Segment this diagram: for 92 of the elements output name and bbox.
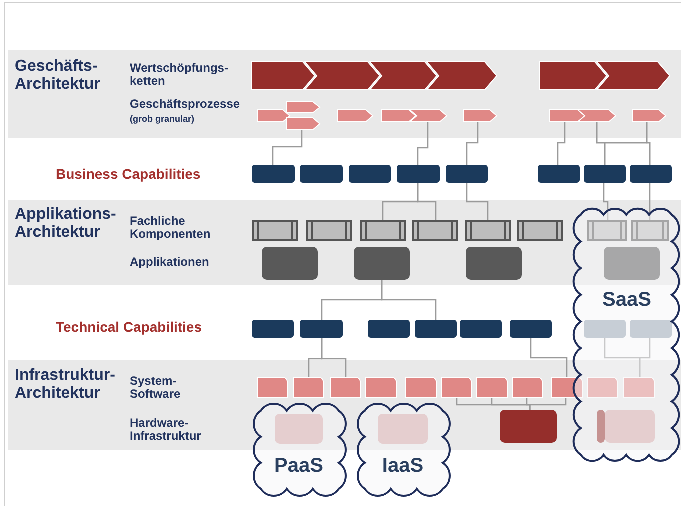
process-step: [578, 110, 616, 122]
process-step: [287, 118, 320, 130]
component-box: [587, 220, 627, 241]
row-label: Geschäftsprozesse: [130, 98, 240, 112]
connector-line: [381, 280, 437, 320]
cloud-shape: [356, 402, 452, 498]
layer-title: Infrastruktur- Architektur: [15, 367, 116, 403]
connector-line: [649, 183, 651, 220]
component-box: [360, 220, 406, 241]
row-heading: Business Capabilities: [56, 167, 201, 183]
component-box: [306, 220, 352, 241]
system-software-box: [405, 377, 437, 398]
system-software-box: [293, 377, 324, 398]
capability-box: [300, 165, 343, 183]
row-label: (grob granular): [130, 114, 194, 124]
capability-box: [397, 165, 440, 183]
capability-box: [510, 320, 552, 338]
process-step: [633, 110, 666, 122]
cloud-label: PaaS: [274, 454, 324, 478]
layer-band: [8, 360, 681, 450]
application-box: [466, 247, 522, 280]
connector-line: [557, 122, 566, 165]
cloud-shape: [572, 206, 681, 464]
cloud-label: IaaS: [382, 454, 424, 478]
application-box: [262, 247, 318, 280]
connector-line: [417, 122, 429, 165]
component-box: [631, 220, 669, 241]
capability-box: [538, 165, 580, 183]
connector-line: [603, 183, 609, 220]
row-label: System- Software: [130, 375, 181, 402]
capability-box: [349, 165, 391, 183]
capability-box: [252, 165, 295, 183]
system-software-box: [257, 377, 288, 398]
system-software-box: [623, 377, 655, 398]
connector-line: [466, 122, 479, 165]
system-software-box: [587, 377, 618, 398]
value-chain-step: [252, 62, 315, 90]
row-heading: Technical Capabilities: [56, 320, 202, 336]
component-box: [465, 220, 511, 241]
process-step: [464, 110, 497, 122]
value-chain-step: [540, 62, 607, 90]
connector-line: [466, 183, 489, 220]
layer-band: [8, 200, 681, 285]
application-box: [604, 247, 660, 280]
process-step: [410, 110, 447, 122]
capability-box: [252, 320, 294, 338]
connector-line: [272, 130, 303, 165]
row-label: Fachliche Komponenten: [130, 215, 211, 242]
connector-line: [530, 338, 568, 377]
value-chain-step: [370, 62, 437, 90]
system-software-box: [330, 377, 361, 398]
capability-box: [460, 320, 502, 338]
process-step: [258, 110, 290, 122]
hardware-box: [378, 414, 428, 444]
connector-line: [529, 398, 567, 410]
cloud-label: SaaS: [602, 288, 652, 312]
connector-line: [646, 122, 651, 165]
row-label: Wertschöpfungs- ketten: [130, 62, 228, 89]
layer-title: Geschäfts- Architektur: [15, 58, 100, 94]
capability-box: [630, 165, 672, 183]
component-box: [252, 220, 298, 241]
process-step: [338, 110, 373, 122]
value-chain-step: [597, 62, 670, 90]
system-software-box: [512, 377, 543, 398]
capability-box: [368, 320, 410, 338]
value-chain-step: [305, 62, 380, 90]
component-box: [412, 220, 458, 241]
system-software-box: [365, 377, 397, 398]
system-software-box: [441, 377, 472, 398]
system-software-box: [551, 377, 583, 398]
component-box: [517, 220, 563, 241]
hardware-box: [500, 410, 557, 443]
cloud-shape: [252, 402, 348, 498]
process-step: [287, 102, 320, 113]
application-box: [354, 247, 410, 280]
capability-box: [415, 320, 457, 338]
hardware-box: [275, 414, 323, 444]
row-label: Hardware- Infrastruktur: [130, 417, 202, 444]
layer-title: Applikations- Architektur: [15, 206, 116, 242]
connector-line: [639, 338, 651, 377]
process-step: [382, 110, 416, 122]
hardware-box: [605, 410, 655, 443]
value-chain-step: [427, 62, 497, 90]
capability-box: [584, 165, 626, 183]
layer-band: [8, 50, 681, 138]
hardware-box: [597, 410, 605, 443]
connector-line: [417, 183, 437, 220]
connector-line: [321, 338, 347, 377]
system-software-box: [476, 377, 508, 398]
row-label: Applikationen: [130, 256, 210, 270]
capability-box: [446, 165, 488, 183]
capability-box: [300, 320, 343, 338]
